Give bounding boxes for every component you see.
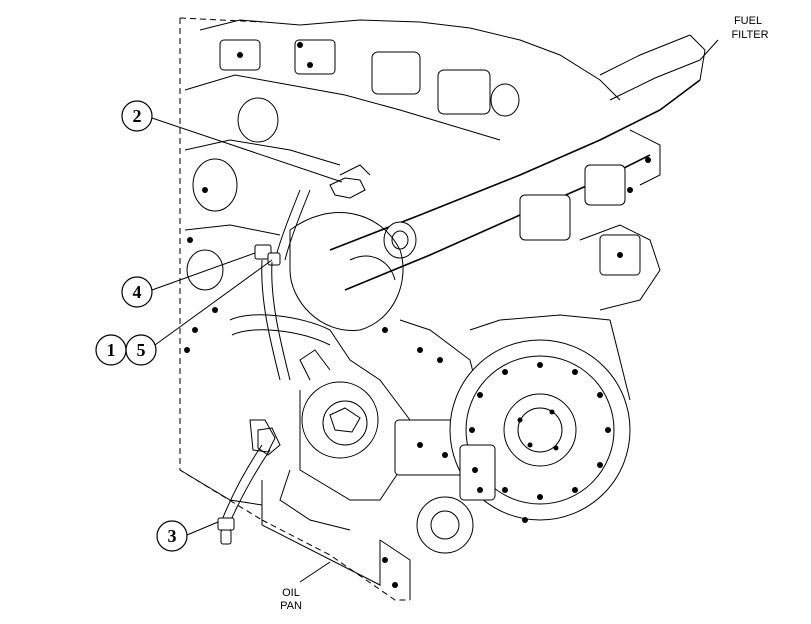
callout-4: 4 [121, 276, 153, 308]
manifold-tube [329, 34, 706, 291]
oil-pan-leader [299, 561, 331, 583]
oil-pan-label: OIL PAN [280, 587, 302, 612]
callout-4-number: 4 [133, 282, 142, 302]
callout-3-number: 3 [168, 526, 177, 546]
callout-3: 3 [156, 520, 188, 552]
callout-5-number: 5 [137, 340, 146, 360]
callout-2-number: 2 [133, 106, 142, 126]
cylinder-heads [184, 19, 621, 353]
engine-block-outline [179, 17, 411, 601]
callout-1: 1 [95, 334, 127, 366]
fuel-lines [229, 164, 371, 381]
fuel-filter-leader [699, 39, 719, 61]
engine-drawing [179, 17, 706, 601]
oil-hose [217, 427, 281, 545]
callout-2-leader [151, 117, 343, 183]
leader-lines [151, 39, 719, 583]
callout-1-number: 1 [107, 340, 116, 360]
front-pulley [382, 444, 528, 588]
callout-3-leader [186, 521, 219, 536]
lower-pump [249, 349, 466, 531]
fuel-filter-label-line1: FUEL [734, 15, 762, 27]
callout-2: 2 [121, 100, 153, 132]
callout-4-leader [151, 252, 256, 291]
fuel-filter-label: FUEL FILTER [731, 15, 768, 41]
callout-5-leader [154, 259, 273, 346]
oil-pan-label-line1: OIL [282, 587, 300, 599]
gear-housing [579, 129, 661, 311]
fuel-filter-label-line2: FILTER [731, 29, 768, 41]
callout-5: 5 [125, 334, 157, 366]
oil-pan-label-line2: PAN [280, 600, 302, 612]
